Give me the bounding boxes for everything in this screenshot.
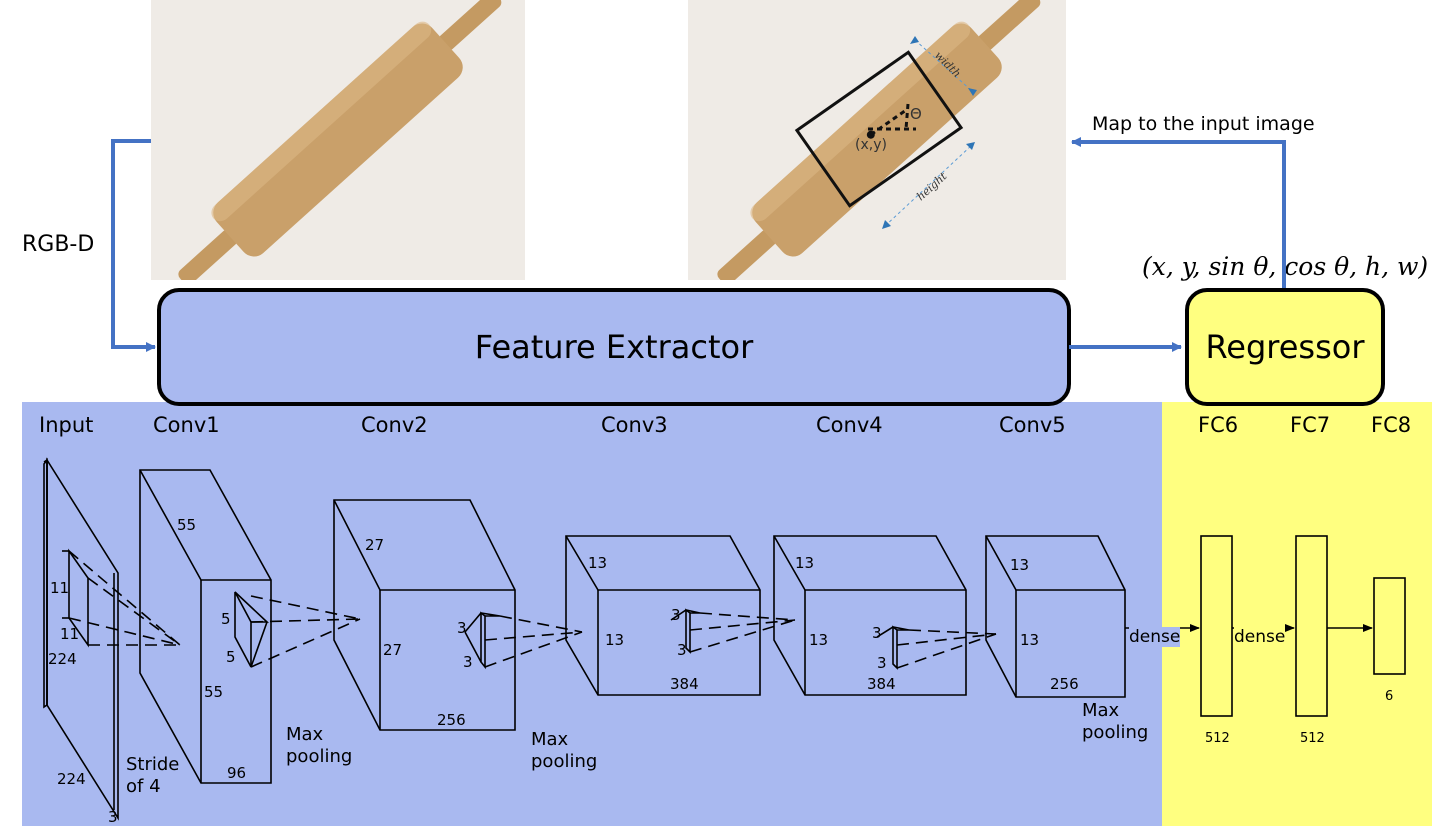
- input-dim-3: 3: [108, 808, 118, 826]
- rgbd-arrow: [111, 139, 156, 352]
- feature-extractor-label: Feature Extractor: [474, 328, 754, 366]
- rolling-pin-illustration: [717, 0, 1041, 280]
- output-formula: (x, y, sin θ, cos θ, h, w): [1142, 252, 1429, 281]
- conv3-dim-2: 13: [605, 631, 625, 649]
- regressor-label: Regressor: [1205, 328, 1365, 366]
- grasp-angle-label: Θ: [910, 105, 922, 123]
- fc6-size: 512: [1205, 731, 1230, 746]
- grasp-point-label: (x,y): [855, 137, 887, 153]
- conv1-stride-note: Stride of 4: [126, 754, 180, 797]
- pool1-note: Max pooling: [286, 724, 353, 767]
- conv4-kernel-dim-2: 3: [877, 654, 887, 672]
- conv1-dim-1: 55: [177, 516, 197, 534]
- conv1-dim-3: 96: [227, 764, 247, 782]
- conv1-dim-2: 55: [204, 683, 224, 701]
- conv5-title: Conv5: [999, 413, 1066, 437]
- conv2-dim-1: 27: [365, 536, 385, 554]
- conv5-dim-1: 13: [1010, 556, 1030, 574]
- fc8-title: FC8: [1371, 413, 1412, 437]
- conv5-pool-note: Max pooling: [1082, 700, 1149, 743]
- conv1-kernel-dim-2: 5: [226, 648, 236, 666]
- conv3-dim-1: 13: [588, 554, 608, 572]
- conv3-title: Conv3: [601, 413, 668, 437]
- regressor-network-panel: [1162, 402, 1432, 826]
- map-to-input-label: Map to the input image: [1092, 113, 1315, 135]
- conv4-dim-2: 13: [809, 631, 829, 649]
- conv3-kernel-dim-2: 3: [677, 641, 687, 659]
- dense-label-1: dense: [1129, 627, 1181, 647]
- conv4-dim-3: 384: [867, 675, 896, 693]
- conv2-kernel-dim-2: 3: [463, 653, 473, 671]
- conv3-dim-3: 384: [670, 675, 699, 693]
- rgbd-label: RGB-D: [22, 232, 95, 257]
- fc7-size: 512: [1300, 731, 1325, 746]
- input-kernel-dim-2: 11: [60, 625, 80, 643]
- input-dim-1: 224: [48, 650, 77, 668]
- conv2-kernel-dim-1: 3: [457, 619, 467, 637]
- dense-label-2: dense: [1234, 627, 1286, 647]
- fc8-size: 6: [1385, 689, 1394, 704]
- conv2-dim-3: 256: [437, 711, 466, 729]
- conv3-kernel-dim-1: 3: [671, 606, 681, 624]
- fc7-title: FC7: [1290, 413, 1331, 437]
- feature-extractor-box: Feature Extractor: [157, 288, 1071, 406]
- conv4-dim-1: 13: [795, 554, 815, 572]
- conv5-dim-3: 256: [1050, 675, 1079, 693]
- input-image: [151, 0, 525, 280]
- conv4-kernel-dim-1: 3: [872, 624, 882, 642]
- conv2-dim-2: 27: [383, 641, 403, 659]
- regressor-box: Regressor: [1185, 288, 1385, 406]
- conv2-pool-note: Max pooling: [531, 729, 598, 772]
- output-image: (x,y) Θ width height: [688, 0, 1066, 280]
- grasp-rectangle: [794, 50, 964, 208]
- input-dim-2: 224: [57, 770, 86, 788]
- conv2-title: Conv2: [361, 413, 428, 437]
- conv5-dim-2: 13: [1020, 631, 1040, 649]
- input-title: Input: [39, 413, 94, 437]
- input-kernel-dim-1: 11: [50, 579, 70, 597]
- conv1-title: Conv1: [153, 413, 220, 437]
- rolling-pin-illustration: [178, 0, 502, 280]
- conv4-title: Conv4: [816, 413, 883, 437]
- fc6-title: FC6: [1198, 413, 1239, 437]
- conv1-kernel-dim-1: 5: [221, 610, 231, 628]
